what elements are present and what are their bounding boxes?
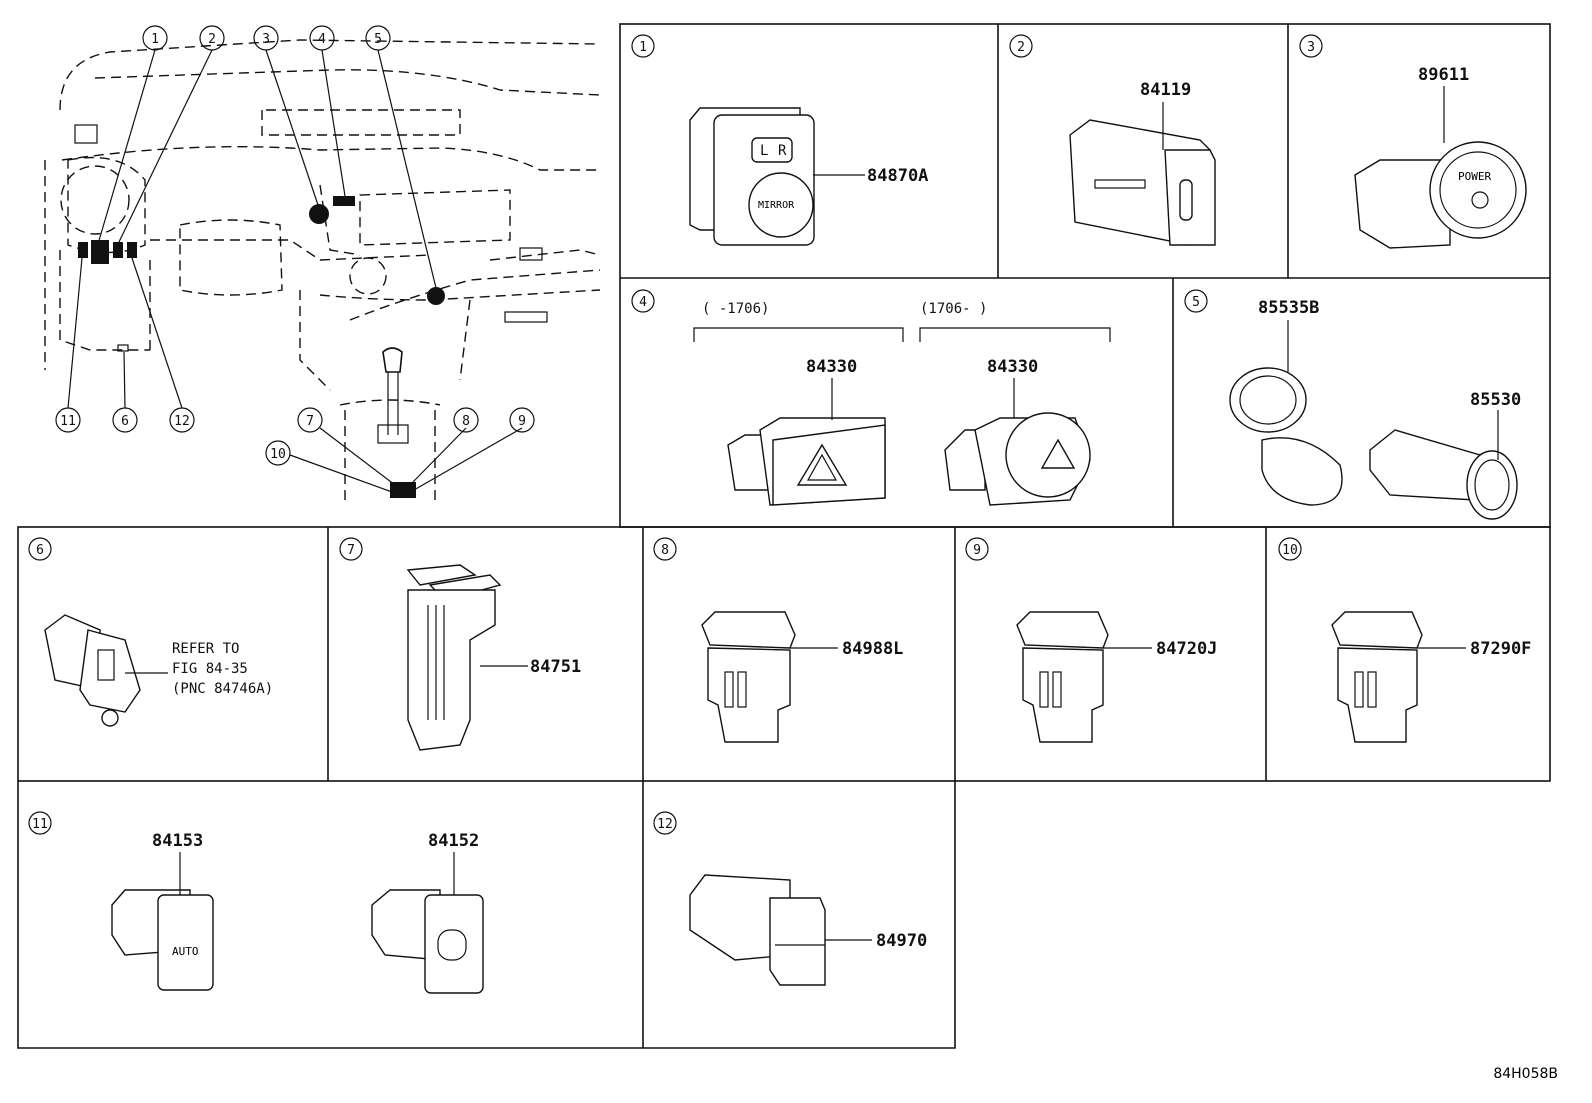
svg-text:(PNC 84746A): (PNC 84746A) bbox=[172, 681, 273, 697]
panel-4: 4 ( -1706) (1706- ) 84330 84330 bbox=[631, 289, 1111, 506]
svg-text:84720J: 84720J bbox=[1156, 639, 1217, 659]
callout-2: 2 bbox=[199, 25, 225, 51]
callout-8: 8 bbox=[453, 407, 479, 433]
panel-5: 5 85535B 85530 bbox=[1184, 289, 1521, 520]
svg-text:84153: 84153 bbox=[152, 831, 203, 851]
dashboard-overview bbox=[44, 39, 601, 500]
svg-text:MIRROR: MIRROR bbox=[758, 200, 795, 211]
svg-text:84870A: 84870A bbox=[867, 166, 928, 186]
svg-text:4: 4 bbox=[639, 295, 647, 310]
svg-text:12: 12 bbox=[174, 414, 190, 429]
svg-text:( -1706): ( -1706) bbox=[702, 301, 769, 317]
svg-text:6: 6 bbox=[36, 543, 44, 558]
callout-12: 12 bbox=[169, 407, 195, 433]
panel-7: 7 84751 bbox=[339, 537, 581, 751]
svg-text:FIG 84-35: FIG 84-35 bbox=[172, 661, 248, 677]
callout-1: 1 bbox=[142, 25, 168, 51]
svg-text:85530: 85530 bbox=[1470, 390, 1521, 410]
svg-text:5: 5 bbox=[1192, 295, 1200, 310]
svg-text:12: 12 bbox=[657, 817, 673, 832]
svg-text:11: 11 bbox=[32, 817, 48, 832]
svg-text:5: 5 bbox=[374, 32, 382, 47]
callout-5: 5 bbox=[365, 25, 391, 51]
diagram-code: 84H058B bbox=[1493, 1066, 1558, 1082]
panel-8: 8 84988L bbox=[653, 537, 903, 743]
svg-text:85535B: 85535B bbox=[1258, 298, 1319, 318]
svg-text:9: 9 bbox=[973, 543, 981, 558]
callout-3: 3 bbox=[253, 25, 279, 51]
callout-11: 11 bbox=[55, 407, 81, 433]
panel-3: 3 POWER 89611 bbox=[1299, 34, 1527, 249]
svg-text:REFER TO: REFER TO bbox=[172, 641, 239, 657]
svg-text:8: 8 bbox=[462, 414, 470, 429]
svg-text:84988L: 84988L bbox=[842, 639, 903, 659]
callout-9: 9 bbox=[509, 407, 535, 433]
svg-text:84751: 84751 bbox=[530, 657, 581, 677]
svg-text:7: 7 bbox=[347, 543, 355, 558]
svg-text:84119: 84119 bbox=[1140, 80, 1191, 100]
panel-10: 10 87290F bbox=[1278, 537, 1531, 743]
panel-11: 11 AUTO 84153 84152 bbox=[28, 811, 484, 994]
svg-text:4: 4 bbox=[318, 32, 326, 47]
svg-text:POWER: POWER bbox=[1458, 170, 1491, 183]
svg-text:1: 1 bbox=[151, 32, 159, 47]
svg-text:2: 2 bbox=[1017, 40, 1025, 55]
svg-text:2: 2 bbox=[208, 32, 216, 47]
panel-1: 1 L R MIRROR 84870A bbox=[631, 34, 928, 246]
svg-text:11: 11 bbox=[60, 414, 76, 429]
svg-text:3: 3 bbox=[262, 32, 270, 47]
overview-callouts: 1 2 3 4 5 6 7 8 9 10 11 12 bbox=[55, 25, 535, 466]
callout-10: 10 bbox=[265, 440, 291, 466]
svg-text:1: 1 bbox=[639, 40, 647, 55]
svg-text:89611: 89611 bbox=[1418, 65, 1469, 85]
svg-text:10: 10 bbox=[1282, 543, 1298, 558]
svg-text:8: 8 bbox=[661, 543, 669, 558]
svg-text:AUTO: AUTO bbox=[172, 945, 199, 958]
callout-4: 4 bbox=[309, 25, 335, 51]
svg-text:9: 9 bbox=[518, 414, 526, 429]
panel-6: 6 REFER TO FIG 84-35 (PNC 84746A) bbox=[28, 537, 273, 727]
panel-grid bbox=[17, 23, 1551, 1049]
svg-text:7: 7 bbox=[306, 414, 314, 429]
callout-6: 6 bbox=[112, 407, 138, 433]
svg-text:84330: 84330 bbox=[806, 357, 857, 377]
svg-text:87290F: 87290F bbox=[1470, 639, 1531, 659]
panel-12: 12 84970 bbox=[653, 811, 927, 986]
panel-9: 9 84720J bbox=[965, 537, 1217, 743]
callout-7: 7 bbox=[297, 407, 323, 433]
panel-2: 2 84119 bbox=[1009, 34, 1216, 246]
svg-text:84152: 84152 bbox=[428, 831, 479, 851]
svg-text:6: 6 bbox=[121, 414, 129, 429]
svg-text:84330: 84330 bbox=[987, 357, 1038, 377]
svg-text:(1706- ): (1706- ) bbox=[920, 301, 987, 317]
svg-text:L: L bbox=[760, 143, 768, 159]
svg-text:10: 10 bbox=[270, 447, 286, 462]
svg-text:84970: 84970 bbox=[876, 931, 927, 951]
svg-text:R: R bbox=[778, 143, 787, 159]
svg-text:3: 3 bbox=[1307, 40, 1315, 55]
